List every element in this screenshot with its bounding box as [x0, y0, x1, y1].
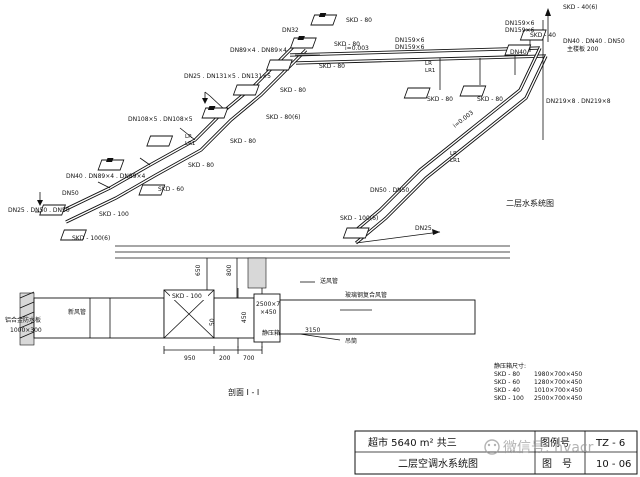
- watermark: 微信号: hvacr: [484, 439, 594, 456]
- label-lr1-c: LR1: [450, 158, 460, 164]
- label-skd40-6: SKD - 40(6): [563, 4, 597, 11]
- atlas-label: 图例号: [540, 436, 570, 449]
- dim-450: 450: [241, 311, 248, 323]
- dim-700: 700: [243, 355, 255, 362]
- plenum-row-model: SKD - 100: [494, 395, 524, 402]
- glass-duct-label: 玻璃钢复合风管: [345, 291, 387, 299]
- skd100-box-label: SKD - 100: [172, 293, 202, 300]
- supply-duct-label: 送风管: [320, 277, 338, 285]
- label-lr1-a: LR1: [425, 68, 435, 74]
- label-skd80-f: SKD - 80: [188, 162, 214, 169]
- dim-800: 800: [226, 264, 233, 276]
- label-dn25: DN25: [415, 225, 432, 232]
- plenum-size: 2500×700: [256, 301, 288, 308]
- label-dn159-r2: DN159×6: [505, 27, 535, 34]
- label-dn131: DN25 . DN131×5 . DN131×5: [184, 73, 271, 80]
- label-valve200: 主楼板 200: [567, 45, 599, 53]
- label-skd80-e: SKD - 80: [230, 138, 256, 145]
- label-skd80-r2: SKD - 80: [477, 96, 503, 103]
- label-dn50-dn50: DN50 . DN50: [370, 187, 409, 194]
- drawing-number: 10 - 06: [596, 459, 631, 470]
- label-dn50: DN50: [62, 190, 79, 197]
- label-lr-c: LR: [450, 151, 457, 157]
- dim-200: 200: [219, 355, 231, 362]
- label-dn40-dn50: DN40 . DN40 . DN50: [563, 38, 625, 45]
- plenum-table-title: 静压箱尺寸:: [494, 362, 526, 370]
- dim-50: 50: [209, 318, 216, 326]
- label-skd80-6: SKD - 80(6): [266, 114, 300, 121]
- plenum-label: 静压箱: [262, 329, 280, 337]
- fan-coil-units: [39, 13, 547, 241]
- plenum-row-size: 1280×700×450: [534, 379, 582, 386]
- label-dn25-50: DN25 . DN50 . DN50: [8, 207, 70, 214]
- label-dn159-1: DN159×6: [395, 37, 425, 44]
- isometric-pipe-system: SKD - 80 SKD - 80 SKD - 80 SKD - 80 SKD …: [8, 4, 625, 245]
- plenum-row-size: 1010×700×450: [534, 387, 582, 394]
- label-lr-b: LR: [185, 134, 192, 140]
- label-skd80-r1: SKD - 80: [427, 96, 453, 103]
- label-skd100-6: SKD - 100(6): [72, 235, 110, 242]
- label-skd40: SKD - 40: [530, 32, 556, 39]
- label-dn40-r: DN40: [510, 49, 527, 56]
- label-skd100-6-r: SKD - 100(6): [340, 215, 378, 222]
- plenum-row-model: SKD - 40: [494, 387, 520, 394]
- dim-3150: 3150: [305, 327, 320, 334]
- label-dn89-a: DN89×4 . DN89×4: [230, 47, 287, 54]
- plenum-row-size: 2500×700×450: [534, 395, 582, 402]
- label-lr-a: LR: [425, 61, 432, 67]
- label-skd80-a: SKD - 80: [346, 17, 372, 24]
- label-dn32: DN32: [282, 27, 299, 34]
- label-skd80-c: SKD - 80: [319, 63, 345, 70]
- section-title: 剖面 I - I: [228, 387, 259, 397]
- label-skd100: SKD - 100: [99, 211, 129, 218]
- louver-label: 铝合金防水板: [5, 316, 41, 324]
- plenum-row-model: SKD - 80: [494, 371, 520, 378]
- drawing-title: 二层空调水系统图: [398, 457, 478, 470]
- label-dn159-2: DN159×6: [395, 44, 425, 51]
- label-dn219: DN219×8 . DN219×8: [546, 98, 611, 105]
- label-dn40-89: DN40 . DN89×4 . DN89×4: [66, 173, 146, 180]
- system-title: 二层水系统图: [506, 198, 554, 208]
- section-view: 新风管 铝合金防水板 1000×300 SKD - 100 2500×700 ×…: [5, 245, 510, 397]
- project-name: 超市 5640 m² 共三: [368, 436, 457, 449]
- label-skd80-b: SKD - 80: [334, 41, 360, 48]
- label-skd60: SKD - 60: [158, 186, 184, 193]
- label-slope-2: i=0.003: [452, 109, 475, 129]
- label-skd80-d: SKD - 80: [280, 87, 306, 94]
- atlas-number: TZ - 6: [595, 438, 625, 449]
- plenum-row-size: 1980×700×450: [534, 371, 582, 378]
- label-slope-1: i=0.003: [345, 45, 369, 52]
- hanger-label: 吊筒: [345, 337, 357, 345]
- watermark-text: 微信号: hvacr: [503, 440, 594, 456]
- label-dn108: DN108×5 . DN108×5: [128, 116, 193, 123]
- label-dn159-r1: DN159×6: [505, 20, 535, 27]
- plenum-size-table: 静压箱尺寸: SKD - 80 1980×700×450 SKD - 60 12…: [494, 362, 582, 402]
- louver-size: 1000×300: [10, 327, 42, 334]
- plenum-row-model: SKD - 60: [494, 379, 520, 386]
- label-lr1-b: LR1: [185, 141, 195, 147]
- fresh-air-duct-label: 新风管: [68, 308, 86, 316]
- plenum-size-2: ×450: [260, 309, 277, 316]
- dim-650: 650: [195, 264, 202, 276]
- dim-950: 950: [184, 355, 196, 362]
- drawing-no-label: 图 号: [542, 458, 572, 470]
